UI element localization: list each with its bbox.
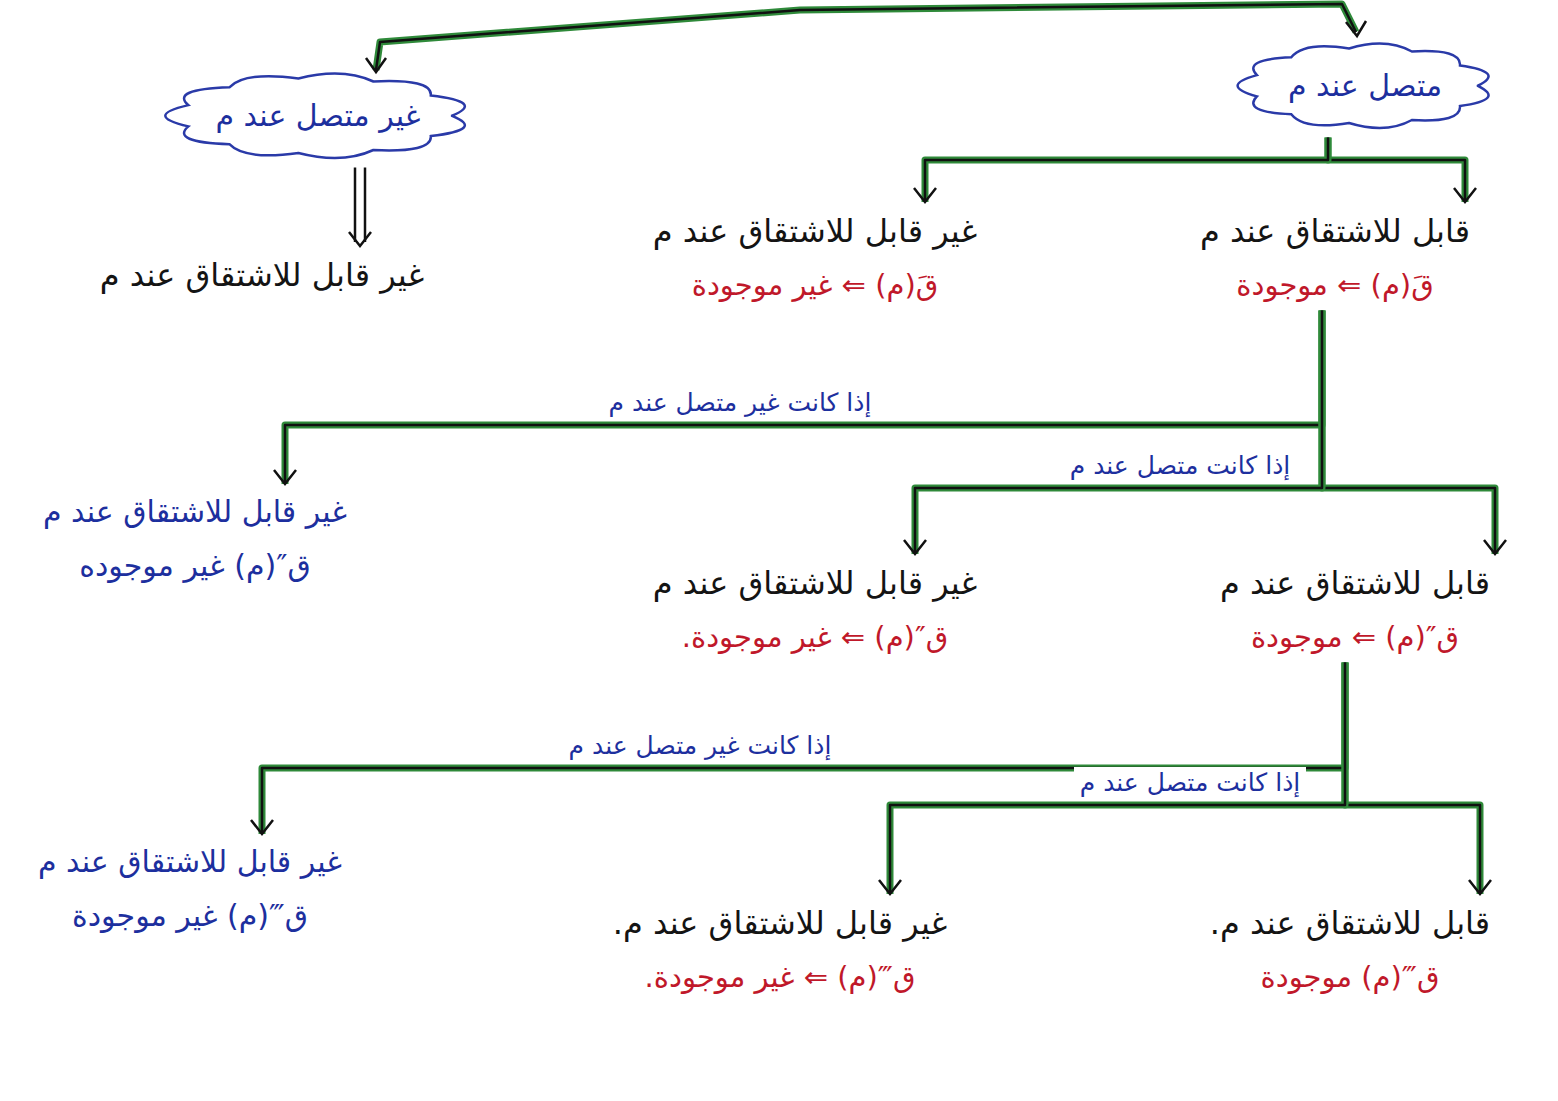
condition-label: إذا كانت متصل عند م [1064,450,1296,483]
condition-label: إذا كانت غير متصل عند م [563,730,838,763]
statement-node: غير قابل للاشتقاق عند م [100,252,424,298]
statement-text: قابل للاشتقاق عند م [1200,208,1470,254]
statement-text: غير قابل للاشتقاق عند م [100,252,424,298]
derivative-text: ق″(م) ⇐ غير موجودة. [653,616,977,658]
statement-text: غير قابل للاشتقاق عند م [653,208,977,254]
statement-text: غير قابل للاشتقاق عند م. [613,900,948,946]
derivative-text: قَ(م) ⇐ غير موجودة [653,264,977,306]
condition-label: إذا كانت غير متصل عند م [603,387,878,420]
connector [274,310,1322,484]
connector [349,168,371,247]
connector [904,310,1322,554]
arrow-head [366,58,386,72]
derivative-text: ق‴(م) ⇐ غير موجودة. [613,956,948,998]
connector [1328,138,1476,203]
statement-text: قابل للاشتقاق عند م [1220,560,1490,606]
statement-text: غير قابل للاشتقاق عند م [653,560,977,606]
statement-node: غير قابل للاشتقاق عند م. ق‴(م) ⇐ غير موجو… [613,900,948,998]
cloud-shape [166,74,466,158]
connector [1322,310,1506,554]
statement-text: قابل للاشتقاق عند م. [1210,900,1490,946]
statement-text: متصل عند م [1288,64,1442,108]
connector [879,662,1345,894]
cloud-shape [1237,44,1488,128]
connector [1345,662,1491,894]
statement-node: قابل للاشتقاق عند م قَ(م) ⇐ موجودة [1200,208,1470,306]
derivative-text: قَ(م) ⇐ موجودة [1200,264,1470,306]
connector [914,138,1328,203]
statement-node: غير قابل للاشتقاق عند م ق″(م) غير موجوده [43,490,347,587]
cloud-node: غير متصل عند م [157,68,478,164]
statement-node: غير قابل للاشتقاق عند م ق″(م) ⇐ غير موجود… [653,560,977,658]
cloud-node: متصل عند م [1230,38,1500,134]
condition-label: إذا كانت متصل عند م [1074,767,1306,800]
derivative-text: ق″(م) ⇐ موجودة [1220,616,1490,658]
branch-line [376,4,1356,70]
statement-node: غير قابل للاشتقاق عند م ق‴(م) غير موجودة [38,840,342,937]
statement-node: غير قابل للاشتقاق عند م قَ(م) ⇐ غير موجود… [653,208,977,306]
statement-node: قابل للاشتقاق عند م. ق‴(م) موجودة [1210,900,1490,998]
statement-node: قابل للاشتقاق عند م ق″(م) ⇐ موجودة [1220,560,1490,658]
statement-text: غير قابل للاشتقاق عند م [43,490,347,534]
statement-text: غير قابل للاشتقاق عند م [38,840,342,884]
derivative-text: ق‴(م) موجودة [1210,956,1490,998]
statement-text: غير متصل عند م [215,94,420,138]
derivative-text: ق″(م) غير موجوده [43,544,347,588]
arrow-head [1346,21,1366,36]
derivative-text: ق‴(م) غير موجودة [38,894,342,938]
branch-line [376,4,1356,70]
